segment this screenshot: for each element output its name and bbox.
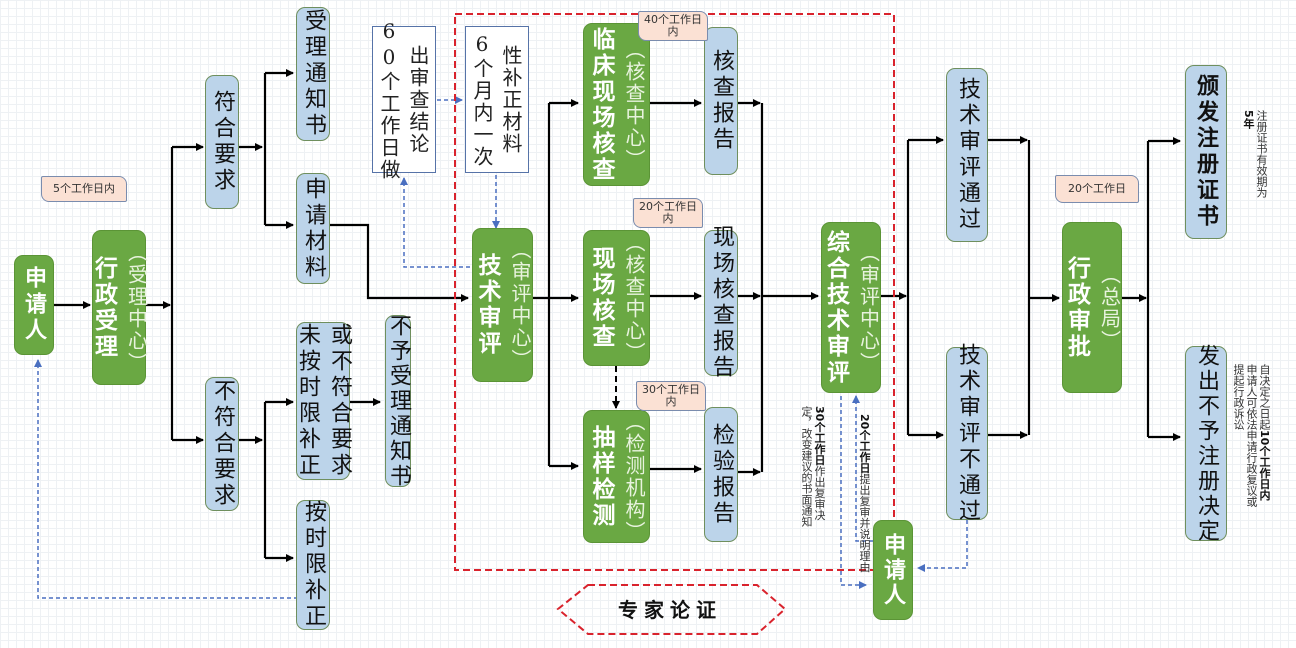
arrow-review-to-60day xyxy=(400,177,470,268)
reject-registration-node[interactable]: 发出不予注册决定 xyxy=(1185,343,1227,544)
expert-demo-hexagon xyxy=(556,584,787,635)
tech-review-sub: （审评中心） xyxy=(508,239,532,371)
comprehensive-review-label: 综合技术审评 xyxy=(822,229,850,386)
note-appeal-line3: 提起行政诉讼 xyxy=(1232,364,1245,430)
sampling-test-node[interactable]: 抽样检测 （检测机构） xyxy=(583,410,650,543)
note-cert-validity-text: 注册证书有效期为 xyxy=(1255,110,1268,198)
arrow-failed-to-applicant xyxy=(917,520,968,572)
note-cert-validity-years: 5年 xyxy=(1242,110,1255,129)
applicant-right-label: 申请人 xyxy=(880,532,906,608)
note-cert-validity: 注册证书有效期为 5年 xyxy=(1242,110,1268,198)
review-passed-label: 技术审评通过 xyxy=(955,77,980,233)
site-inspection-label: 现场核查 xyxy=(588,246,615,350)
supplement-6mo-col1: 6个月内一次 xyxy=(470,31,494,168)
admin-approval-sub: （总局） xyxy=(1097,263,1122,352)
not-supplemented-col2: 或不符合要求 xyxy=(327,323,352,479)
site-inspection-report-label: 现场核查报告 xyxy=(709,225,734,381)
test-report-label: 检验报告 xyxy=(709,422,734,527)
admin-approval-label: 行政审批 xyxy=(1063,255,1091,360)
site-inspection-sub: （核查中心） xyxy=(622,232,646,364)
not-meets-requirements-node[interactable]: 不符合要求 xyxy=(205,377,239,511)
site-inspection-node[interactable]: 现场核查 （核查中心） xyxy=(583,230,650,366)
note-reconsider-30-text2: 定，改变建议的书面通知 xyxy=(800,406,813,527)
note-reconsider-20-text: 提出复审并说明理由 xyxy=(858,473,871,573)
expert-demo-label: 专家论证 xyxy=(618,597,722,622)
meets-requirements-node[interactable]: 符合要求 xyxy=(205,75,239,209)
not-meets-requirements-label: 不符合要求 xyxy=(210,379,235,509)
application-materials-label: 申请材料 xyxy=(301,176,326,281)
inspection-report-label: 核查报告 xyxy=(709,49,734,153)
sampling-test-label: 抽样检测 xyxy=(588,424,615,529)
application-materials-node[interactable]: 申请材料 xyxy=(296,173,330,284)
tech-review-label: 技术审评 xyxy=(474,253,501,357)
tag-30-days-test: 30个工作日内 xyxy=(636,381,706,411)
supplement-6mo-node[interactable]: 6个月内一次 性补正材料 xyxy=(465,26,529,173)
clinical-inspection-node[interactable]: 临床现场核查 （核查中心） xyxy=(583,23,650,186)
arrow-applicant-to-comprehensive xyxy=(852,395,873,542)
applicant-right-node[interactable]: 申请人 xyxy=(873,520,913,620)
clinical-inspection-sub: （核查中心） xyxy=(622,38,646,171)
arrow-supplement-back xyxy=(34,359,298,599)
conclusion-60-node[interactable]: 60个工作日做 出审查结论 xyxy=(372,19,436,181)
reject-notice-node[interactable]: 不予受理通知书 xyxy=(385,313,411,489)
conclusion-60-col1: 60个工作日做 xyxy=(377,18,401,181)
note-reconsider-30-days: 30个工作日 xyxy=(813,406,826,466)
expert-review-boundary xyxy=(454,13,895,571)
meets-requirements-label: 符合要求 xyxy=(210,90,235,194)
supplemented-on-time-label: 按时限补正 xyxy=(301,500,326,630)
not-supplemented-node[interactable]: 未按时限补正 或不符合要求 xyxy=(295,322,352,480)
applicant-left-label: 申请人 xyxy=(21,266,47,344)
review-passed-node[interactable]: 技术审评通过 xyxy=(946,68,988,242)
conclusion-60-col2: 出审查结论 xyxy=(406,44,430,155)
tag-5-days: 5个工作日内 xyxy=(41,176,127,202)
admin-accept-label: 行政受理 xyxy=(90,255,118,360)
comprehensive-review-node[interactable]: 综合技术审评 （审评中心） xyxy=(821,222,881,393)
accept-notice-label: 受理通知书 xyxy=(301,9,326,139)
issue-certificate-label: 颁发注册证书 xyxy=(1193,74,1219,230)
clinical-inspection-label: 临床现场核查 xyxy=(588,26,615,183)
reject-notice-label: 不予受理通知书 xyxy=(386,313,411,489)
review-failed-label: 技术审评不通过 xyxy=(955,342,980,525)
note-reconsider-30: 30个工作日作出复审决 定，改变建议的书面通知 xyxy=(800,406,826,527)
accept-notice-node[interactable]: 受理通知书 xyxy=(296,7,330,141)
note-appeal-days: 10个工作日内 xyxy=(1258,430,1271,501)
issue-certificate-node[interactable]: 颁发注册证书 xyxy=(1185,65,1227,239)
sampling-test-sub: （检测机构） xyxy=(622,410,646,543)
note-appeal-line2: 申请人可依法申请行政复议或 xyxy=(1245,364,1258,507)
reject-registration-label: 发出不予注册决定 xyxy=(1194,343,1219,544)
supplement-6mo-col2: 性补正材料 xyxy=(499,44,523,155)
arrow-comprehensive-to-applicant xyxy=(840,396,867,589)
review-failed-node[interactable]: 技术审评不通过 xyxy=(946,343,988,525)
tag-20-days-approval: 20个工作日 xyxy=(1055,175,1139,203)
arrow-materials-to-review xyxy=(330,223,469,302)
admin-approval-node[interactable]: 行政审批 （总局） xyxy=(1062,222,1122,393)
admin-accept-node[interactable]: 行政受理 （受理中心） xyxy=(91,230,149,385)
admin-accept-sub: （受理中心） xyxy=(124,241,149,374)
note-appeal-prefix: 自决定之日起 xyxy=(1258,364,1271,430)
note-appeal: 自决定之日起10个工作日内 申请人可依法申请行政复议或 提起行政诉讼 xyxy=(1232,364,1271,507)
comprehensive-review-sub: （审评中心） xyxy=(856,241,881,374)
inspection-report-node[interactable]: 核查报告 xyxy=(704,27,738,175)
test-report-node[interactable]: 检验报告 xyxy=(704,407,738,542)
supplemented-on-time-node[interactable]: 按时限补正 xyxy=(296,500,330,630)
note-reconsider-30-text1: 作出复审决 xyxy=(813,465,826,521)
note-reconsider-20: 20个工作日提出复审并说明理由 xyxy=(858,414,871,572)
note-reconsider-20-days: 20个工作日 xyxy=(858,414,871,474)
tech-review-node[interactable]: 技术审评 （审评中心） xyxy=(472,228,533,382)
tag-40-days: 40个工作日内 xyxy=(638,11,708,41)
tag-20-days-site: 20个工作日内 xyxy=(633,198,703,228)
not-supplemented-col1: 未按时限补正 xyxy=(295,323,320,479)
site-inspection-report-node[interactable]: 现场核查报告 xyxy=(704,225,738,381)
applicant-left-node[interactable]: 申请人 xyxy=(14,255,54,355)
